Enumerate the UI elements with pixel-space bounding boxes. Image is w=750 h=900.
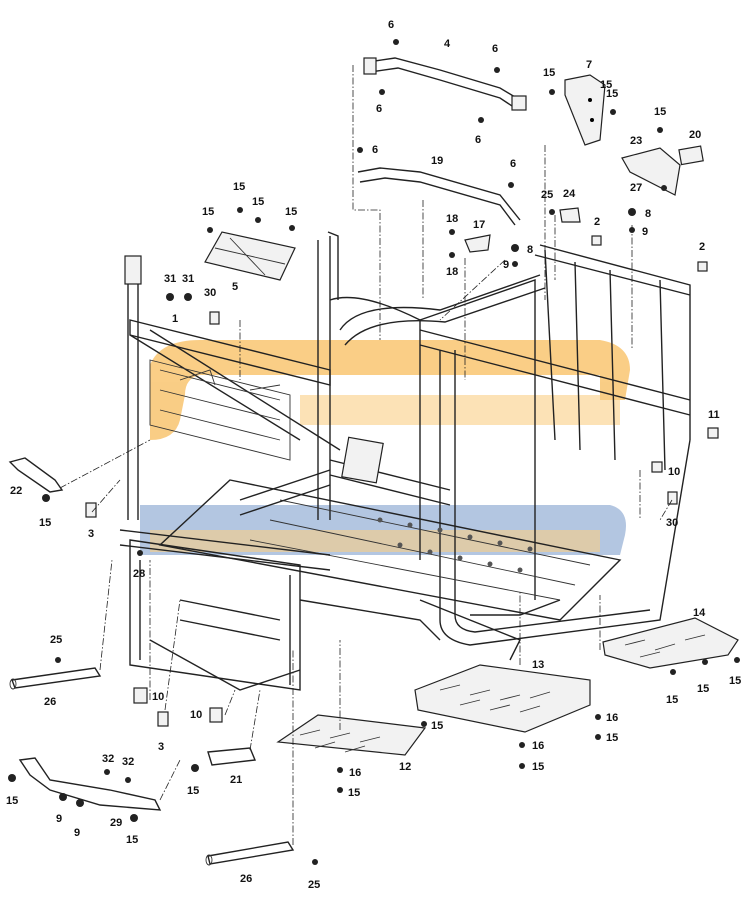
callout-2: 2 — [699, 241, 705, 253]
callout-6: 6 — [372, 144, 378, 156]
part-26-lower-arm — [205, 841, 295, 866]
part-14-skid — [602, 617, 739, 669]
callout-15: 15 — [697, 683, 709, 695]
callout-9: 9 — [503, 259, 509, 271]
callout-7: 7 — [586, 59, 592, 71]
callout-21: 21 — [230, 774, 242, 786]
callout-25: 25 — [50, 634, 62, 646]
callout-23: 23 — [630, 135, 642, 147]
part-20-23-bracket — [621, 145, 704, 196]
callout-3: 3 — [88, 528, 94, 540]
callout-5: 5 — [232, 281, 238, 293]
callout-15: 15 — [666, 694, 678, 706]
part-17-24-brackets — [209, 207, 719, 505]
callout-15: 15 — [606, 88, 618, 100]
main-frame — [119, 231, 691, 691]
callout-20: 20 — [689, 129, 701, 141]
callout-15: 15 — [233, 181, 245, 193]
part-29-linkage — [18, 757, 162, 811]
callout-15: 15 — [202, 206, 214, 218]
leader-lines — [59, 65, 673, 845]
callout-15: 15 — [285, 206, 297, 218]
part-26-upper-arm — [9, 667, 102, 690]
callout-15: 15 — [543, 67, 555, 79]
callout-15: 15 — [600, 79, 612, 91]
watermark-orange-band-2 — [300, 395, 620, 425]
part-3-lower — [157, 711, 169, 727]
callout-12: 12 — [399, 761, 411, 773]
callout-6: 6 — [510, 158, 516, 170]
part-12-skid — [276, 714, 427, 756]
callout-16: 16 — [532, 740, 544, 752]
callout-32: 32 — [102, 753, 114, 765]
callout-25: 25 — [541, 189, 553, 201]
callout-31: 31 — [164, 273, 176, 285]
callout-17: 17 — [473, 219, 485, 231]
callout-30: 30 — [666, 517, 678, 529]
callout-2: 2 — [594, 216, 600, 228]
callout-8: 8 — [527, 244, 533, 256]
callout-18: 18 — [446, 213, 458, 225]
callout-15: 15 — [126, 834, 138, 846]
callout-9: 9 — [642, 226, 648, 238]
callout-10: 10 — [190, 709, 202, 721]
callout-13: 13 — [532, 659, 544, 671]
callout-16: 16 — [606, 712, 618, 724]
callout-15: 15 — [606, 732, 618, 744]
callout-6: 6 — [376, 103, 382, 115]
callout-26: 26 — [240, 873, 252, 885]
callout-9: 9 — [56, 813, 62, 825]
callout-10: 10 — [152, 691, 164, 703]
callout-25: 25 — [308, 879, 320, 891]
callout-labels: 1 2 2 3 3 4 5 6 6 6 6 6 6 7 8 8 9 9 9 9 … — [6, 19, 741, 891]
watermark — [140, 340, 630, 555]
callout-10: 10 — [668, 466, 680, 478]
callout-14: 14 — [693, 607, 706, 619]
callout-15: 15 — [252, 196, 264, 208]
callout-18: 18 — [446, 266, 458, 278]
part-22-arm — [8, 457, 64, 493]
callout-15: 15 — [654, 106, 666, 118]
callout-11: 11 — [708, 409, 720, 421]
callout-1: 1 — [172, 313, 178, 325]
callout-4: 4 — [444, 38, 451, 50]
callout-27: 27 — [630, 182, 642, 194]
part-21-bracket — [207, 747, 257, 766]
callout-15: 15 — [348, 787, 360, 799]
part-13-skid — [414, 664, 591, 733]
watermark-orange-band — [150, 340, 630, 440]
part-10-lower — [209, 707, 223, 723]
callout-15: 15 — [729, 675, 741, 687]
callout-15: 15 — [532, 761, 544, 773]
part-10-left — [133, 687, 148, 704]
callout-28: 28 — [133, 568, 145, 580]
callout-15: 15 — [6, 795, 18, 807]
callout-3: 3 — [158, 741, 164, 753]
callout-16: 16 — [349, 767, 361, 779]
callout-32: 32 — [122, 756, 134, 768]
callout-24: 24 — [563, 188, 576, 200]
floor-holes — [377, 517, 533, 573]
callout-26: 26 — [44, 696, 56, 708]
part-3-upper — [85, 502, 97, 518]
callout-19: 19 — [431, 155, 443, 167]
callout-15: 15 — [187, 785, 199, 797]
part-7-bracket — [564, 74, 606, 146]
bolts — [8, 39, 740, 865]
callout-9: 9 — [74, 827, 80, 839]
part-5-plate — [204, 231, 296, 281]
callout-6: 6 — [492, 43, 498, 55]
callout-6: 6 — [388, 19, 394, 31]
callout-6: 6 — [475, 134, 481, 146]
callout-29: 29 — [110, 817, 122, 829]
callout-15: 15 — [431, 720, 443, 732]
part-4-upper-bar — [363, 57, 527, 111]
callout-8: 8 — [645, 208, 651, 220]
callout-31: 31 — [182, 273, 194, 285]
callout-15: 15 — [39, 517, 51, 529]
part-19-bar — [357, 167, 521, 226]
callout-30: 30 — [204, 287, 216, 299]
callout-22: 22 — [10, 485, 22, 497]
